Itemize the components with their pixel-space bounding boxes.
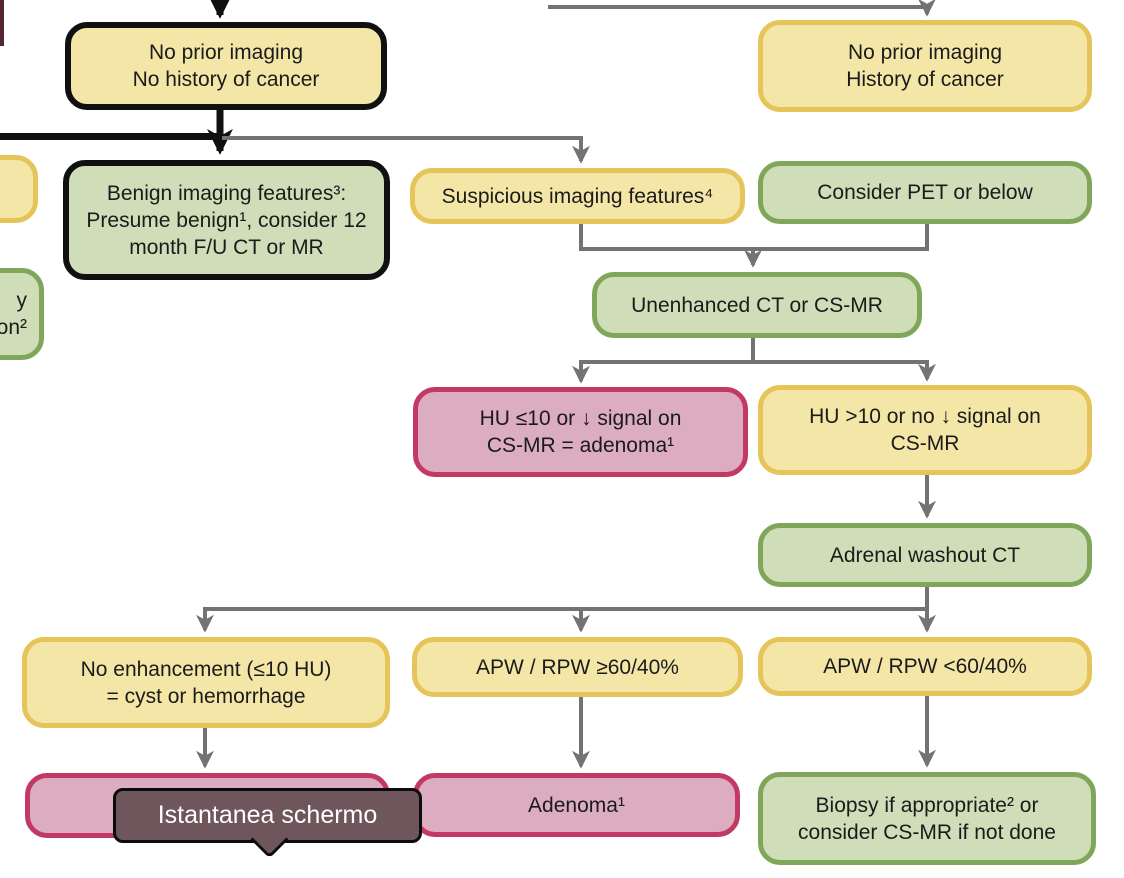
node-hu-gt-10: HU >10 or no ↓ signal on CS-MR (758, 385, 1092, 475)
node-line: APW / RPW ≥60/40% (476, 655, 679, 679)
node-line: Benign imaging features³: (106, 181, 347, 205)
node-adenoma: Adenoma¹ (413, 773, 740, 837)
node-line: Consider PET or below (817, 181, 1033, 204)
arrow-into-suspicious-features (222, 136, 590, 164)
node-consider-pet-or-below: Consider PET or below (758, 161, 1092, 224)
node-line: = cyst or hemorrhage (106, 684, 306, 708)
screenshot-tooltip: Istantanea schermo (113, 788, 422, 843)
offscreen-box-edge (0, 0, 4, 46)
node-line: on² (0, 316, 27, 339)
node-line: month F/U CT or MR (129, 235, 324, 259)
node-line: CS-MR = adenoma¹ (486, 434, 675, 457)
node-line: Adrenal washout CT (829, 543, 1021, 567)
node-line: No history of cancer (132, 68, 320, 91)
node-line: Presume benign¹, consider 12 (86, 208, 367, 232)
node-biopsy-if-appropriate: Biopsy if appropriate² or consider CS-MR… (758, 772, 1096, 865)
node-partial-yellow-offscreen (0, 155, 38, 223)
node-line: History of cancer (846, 68, 1004, 91)
node-line: No enhancement (≤10 HU) (80, 657, 332, 681)
tooltip-label: Istantanea schermo (157, 801, 378, 829)
node-benign-imaging-features: Benign imaging features³: Presume benign… (63, 160, 390, 280)
node-partial-green-offscreen: y on² (0, 268, 44, 360)
node-line: APW / RPW <60/40% (823, 655, 1027, 678)
node-line: Adenoma¹ (528, 793, 625, 817)
node-line: CS-MR (890, 432, 960, 455)
node-line: No prior imaging (847, 41, 1003, 64)
node-line: HU ≤10 or ↓ signal on (479, 407, 682, 430)
node-line: Unenhanced CT or CS-MR (631, 293, 883, 317)
node-no-prior-imaging-no-history: No prior imaging No history of cancer (65, 22, 387, 110)
node-line: No prior imaging (148, 41, 304, 64)
node-adrenal-washout-ct: Adrenal washout CT (758, 523, 1092, 587)
node-unenhanced-ct-or-cs-mr: Unenhanced CT or CS-MR (592, 272, 922, 338)
node-no-prior-imaging-history-of-cancer: No prior imaging History of cancer (758, 20, 1092, 112)
node-line: Biopsy if appropriate² or (815, 793, 1039, 817)
node-apw-rpw-ge-60-40: APW / RPW ≥60/40% (412, 637, 743, 697)
node-hu-le-10-adenoma: HU ≤10 or ↓ signal on CS-MR = adenoma¹ (413, 387, 748, 477)
arrow-into-no-prior-history-of-cancer (548, 0, 936, 17)
node-line: Suspicious imaging features⁴ (441, 184, 714, 208)
node-apw-rpw-lt-60-40: APW / RPW <60/40% (758, 637, 1092, 696)
node-line: consider CS-MR if not done (798, 820, 1056, 844)
node-line: y (16, 289, 28, 312)
node-line: HU >10 or no ↓ signal on (809, 405, 1041, 428)
node-suspicious-imaging-features: Suspicious imaging features⁴ (410, 168, 745, 224)
line-merge-suspicious-pet (579, 224, 929, 251)
node-no-enhancement-cyst-hemorrhage: No enhancement (≤10 HU) = cyst or hemorr… (22, 637, 390, 728)
